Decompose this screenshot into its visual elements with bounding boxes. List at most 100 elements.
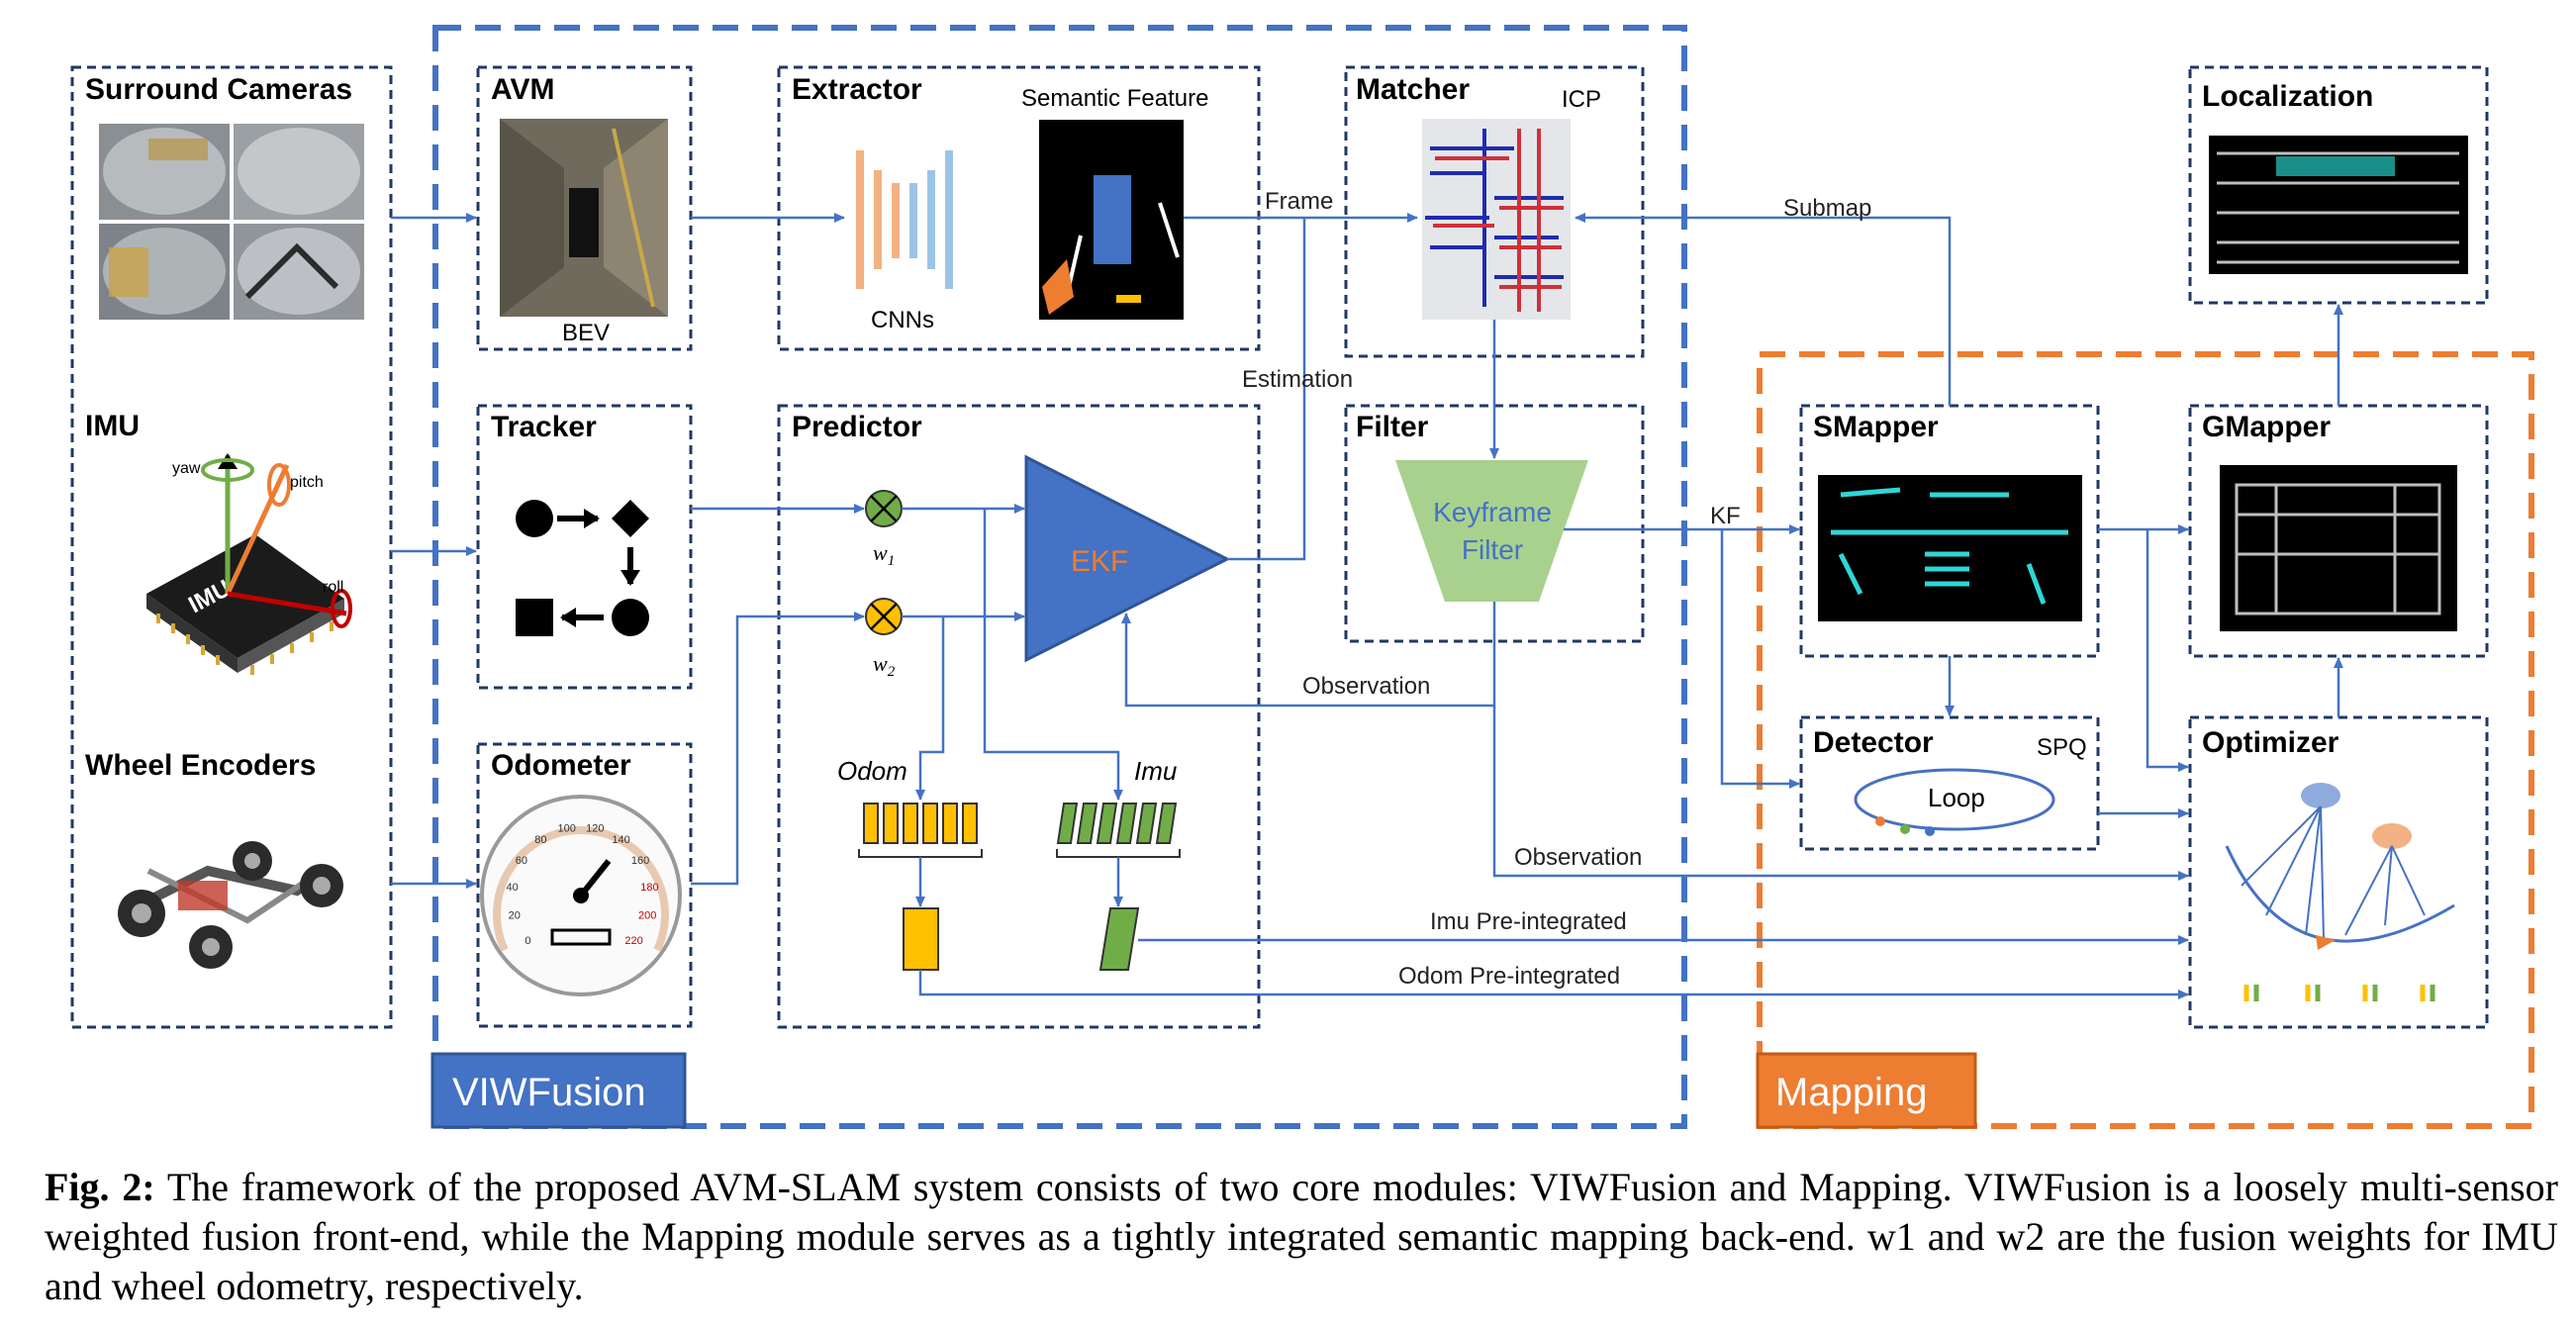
mapping-group — [1757, 351, 2534, 1129]
optimizer-title: Optimizer — [2202, 726, 2339, 759]
gauge-tick-label: 200 — [638, 910, 656, 922]
gauge-tick-label: 20 — [509, 910, 521, 922]
gmapper-title: GMapper — [2202, 411, 2331, 443]
wheel-encoders-label: Wheel Encoders — [85, 749, 316, 782]
detector-title: Detector — [1813, 726, 1934, 759]
gauge-tick-label: 60 — [516, 855, 527, 867]
w2-fusion-node — [865, 598, 903, 635]
submap-label: Submap — [1783, 195, 1871, 222]
viwfusion-group — [432, 25, 1687, 1129]
frame-label: Frame — [1265, 188, 1333, 215]
filter-title: Filter — [1356, 411, 1429, 443]
imu-preintegrated-block — [1098, 907, 1140, 971]
odom-buffer — [863, 803, 978, 844]
edge-observation-optimizer — [1492, 706, 2189, 881]
loop-detector-icon: Loop — [1854, 768, 2055, 836]
gauge-tick-label: 40 — [506, 882, 518, 894]
edge-smapper-optimizer — [2146, 529, 2189, 772]
predictor-box — [777, 404, 1261, 1029]
keyframe-filter-block: Keyframe Filter — [1395, 460, 1588, 602]
imu-buffer — [1056, 803, 1178, 844]
surround-cameras-label: Surround Cameras — [85, 73, 352, 106]
icp-label: ICP — [1562, 86, 1601, 113]
localization-box — [2188, 65, 2489, 305]
edge-observation-ekf — [1121, 602, 1496, 708]
svg-text:Mapping: Mapping — [1775, 1071, 1927, 1114]
gauge-tick-label: 80 — [534, 834, 546, 846]
gmapper-map-image — [2220, 465, 2457, 631]
matcher-title: Matcher — [1356, 73, 1470, 106]
observation-ekf-label: Observation — [1302, 673, 1430, 700]
smapper-map-image — [1818, 475, 2082, 621]
edge-estimation — [1227, 218, 1306, 561]
gauge-tick-label: 0 — [525, 935, 530, 947]
svg-text:Keyframe: Keyframe — [1433, 497, 1552, 527]
estimation-label: Estimation — [1242, 366, 1353, 393]
predictor-title: Predictor — [792, 411, 922, 443]
svg-text:pitch: pitch — [290, 474, 324, 491]
edge-odom-preintegrated — [918, 970, 2189, 999]
wheel-encoders-image — [118, 841, 343, 969]
gauge-tick-label: 140 — [612, 834, 629, 846]
svg-text:yaw: yaw — [172, 460, 201, 477]
gauge-tick-label: 160 — [631, 855, 649, 867]
edge-w2-odom-buffer — [915, 616, 945, 801]
caption-label: Fig. 2: — [45, 1165, 155, 1209]
w2-label: w2 — [873, 651, 896, 680]
w1-fusion-node — [865, 490, 903, 527]
gauge-tick-label: 220 — [624, 935, 642, 947]
optimizer-box — [2188, 715, 2489, 1029]
cnns-label: CNNs — [871, 307, 934, 333]
detector-box — [1799, 715, 2100, 851]
odometer-title: Odometer — [491, 749, 631, 782]
odom-preintegrated-block — [903, 907, 939, 971]
odom-label: Odom — [837, 756, 907, 786]
pose-graph-image — [2225, 783, 2455, 1001]
avm-bev-label: BEV — [562, 320, 610, 346]
ekf-block: EKF — [1024, 454, 1231, 663]
semantic-feature-image — [1039, 120, 1184, 320]
gauge-tick-label: 120 — [586, 823, 604, 835]
odom-preintegrated-label: Odom Pre-integrated — [1398, 963, 1620, 990]
odometer-box — [476, 742, 693, 1028]
avm-title: AVM — [491, 73, 554, 106]
avm-bev-image — [500, 119, 668, 317]
caption-text: The framework of the proposed AVM-SLAM s… — [45, 1165, 2558, 1308]
semantic-feature-label: Semantic Feature — [1021, 85, 1208, 112]
edge-kf-detector — [1720, 529, 1800, 789]
localization-title: Localization — [2202, 80, 2373, 113]
svg-text:Filter: Filter — [1462, 534, 1523, 565]
extractor-title: Extractor — [792, 73, 922, 106]
figure-caption: Fig. 2: The framework of the proposed AV… — [45, 1163, 2558, 1311]
viwfusion-label: VIWFusion — [430, 1052, 687, 1129]
tracker-title: Tracker — [491, 411, 597, 443]
imu-label: IMU — [85, 410, 140, 442]
gauge-tick-label: 100 — [558, 823, 576, 835]
tracker-icon — [516, 500, 649, 636]
icp-scan-image — [1422, 119, 1571, 320]
gauge-tick-label: 180 — [640, 882, 658, 894]
svg-text:Loop: Loop — [1928, 783, 1985, 812]
svg-text:roll: roll — [323, 579, 343, 596]
spq-label: SPQ — [2037, 734, 2087, 761]
localization-map-image — [2209, 136, 2468, 274]
edge-odometer-w2 — [691, 612, 865, 886]
kf-label: KF — [1710, 503, 1741, 529]
svg-text:VIWFusion: VIWFusion — [452, 1071, 646, 1114]
imu-label-predictor: Imu — [1134, 756, 1177, 786]
svg-text:EKF: EKF — [1071, 545, 1128, 578]
imu-chip-image: IMU yaw pitch roll — [146, 453, 352, 675]
observation-optimizer-label: Observation — [1514, 844, 1642, 871]
edge-w1-imu-buffer — [983, 509, 1123, 801]
avm-box — [476, 65, 693, 351]
smapper-title: SMapper — [1813, 411, 1939, 443]
tracker-box — [476, 404, 693, 690]
surround-cameras-image — [99, 124, 364, 320]
w1-label: w1 — [873, 540, 895, 569]
mapping-label: Mapping — [1756, 1052, 1977, 1129]
cnn-layers — [856, 150, 953, 289]
imu-preintegrated-label: Imu Pre-integrated — [1430, 908, 1627, 935]
